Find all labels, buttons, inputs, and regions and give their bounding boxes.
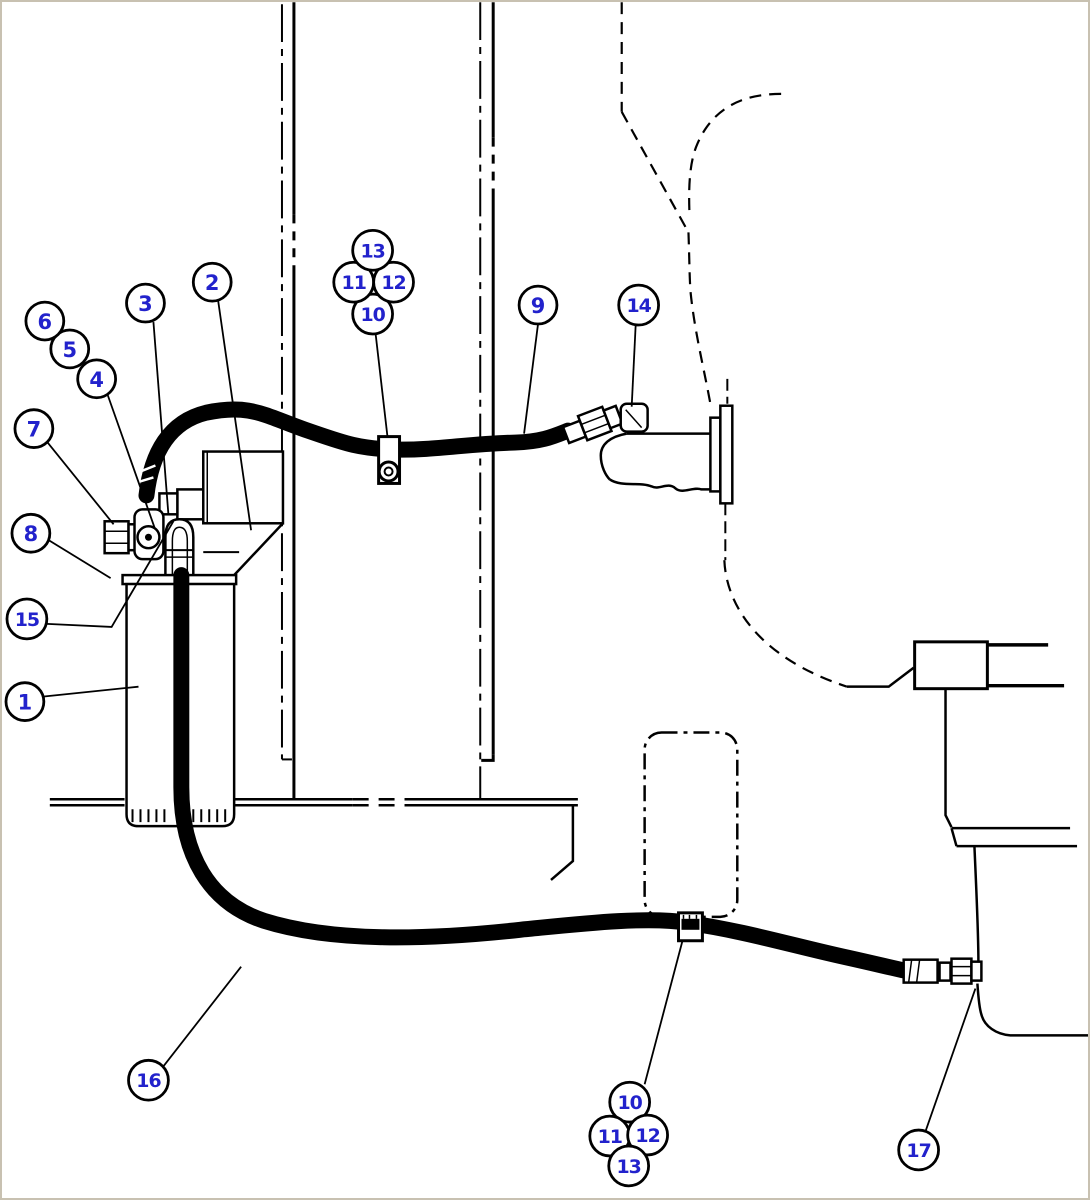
callout-16[interactable]: 16 — [127, 966, 242, 1102]
port-fitting — [176, 488, 205, 521]
wheel-spindle — [599, 378, 734, 561]
callout-number-17: 17 — [906, 1140, 930, 1162]
callout-3[interactable]: 3 — [125, 282, 170, 515]
hydraulic-tank-outline — [643, 731, 739, 919]
elbow-fitting — [619, 402, 649, 433]
callout-leader-9 — [523, 323, 539, 434]
callout-1[interactable]: 1 — [4, 681, 139, 722]
upper-hose — [133, 401, 576, 504]
callout-circle-7[interactable] — [13, 408, 55, 449]
callout-number-8: 8 — [24, 522, 39, 546]
upper-hose-clamp — [377, 435, 402, 485]
callout-circle-16[interactable] — [127, 1058, 170, 1102]
callout-13[interactable]: 13 — [607, 1144, 651, 1188]
callout-circle-12[interactable] — [372, 260, 415, 304]
upper-hose-fitting — [561, 402, 649, 445]
callout-circle-10[interactable] — [608, 1080, 652, 1124]
callout-12[interactable]: 12 — [372, 260, 415, 304]
callout-number-11: 11 — [598, 1126, 622, 1148]
callout-14[interactable]: 14 — [617, 283, 660, 407]
callout-leader-16 — [162, 966, 242, 1067]
callout-number-16: 16 — [136, 1070, 161, 1092]
callout-5[interactable]: 5 — [49, 328, 91, 370]
callout-circle-13[interactable] — [351, 228, 394, 272]
callout-8[interactable]: 8 — [10, 512, 112, 579]
callout-leader-10 — [643, 940, 684, 1085]
callout-circle-13[interactable] — [607, 1144, 651, 1188]
callout-circle-14[interactable] — [617, 283, 660, 327]
callout-leader-10 — [374, 333, 389, 438]
callout-circle-4[interactable] — [76, 358, 117, 400]
callout-circle-1[interactable] — [4, 681, 46, 722]
callout-leader-14 — [630, 324, 637, 407]
callout-circle-15[interactable] — [5, 597, 49, 641]
callout-leader-2 — [217, 300, 252, 531]
callout-number-3: 3 — [138, 292, 153, 316]
callout-number-14: 14 — [626, 295, 651, 317]
callout-10[interactable]: 10 — [351, 292, 394, 438]
callout-7[interactable]: 7 — [13, 408, 115, 525]
hex-plug — [103, 520, 130, 555]
frame-rails — [49, 2, 578, 881]
callout-circle-6[interactable] — [24, 300, 66, 342]
callout-4[interactable]: 4 — [76, 358, 156, 528]
callout-circle-8[interactable] — [10, 512, 52, 554]
lower-hose — [173, 567, 913, 979]
callout-number-6: 6 — [38, 310, 53, 334]
callout-leader-1 — [42, 685, 139, 698]
callout-number-10: 10 — [360, 304, 385, 326]
callout-2[interactable]: 2 — [191, 261, 252, 531]
callout-leader-17 — [924, 988, 977, 1132]
callout-number-4: 4 — [89, 368, 104, 392]
callout-circle-17[interactable] — [897, 1128, 940, 1172]
callout-number-11: 11 — [342, 272, 366, 294]
right-body-structure — [913, 640, 1088, 1037]
filter-assembly — [103, 450, 285, 828]
callout-number-1: 1 — [18, 691, 33, 715]
callout-9[interactable]: 9 — [517, 284, 559, 434]
callout-number-13: 13 — [360, 240, 384, 262]
callout-leader-3 — [152, 321, 170, 515]
callout-number-13: 13 — [617, 1156, 641, 1178]
callout-10[interactable]: 10 — [608, 940, 684, 1124]
callout-leader-15 — [46, 520, 175, 628]
callout-15[interactable]: 15 — [5, 520, 175, 641]
callout-circle-2[interactable] — [191, 261, 233, 303]
callout-number-5: 5 — [62, 338, 77, 362]
callout-number-12: 12 — [635, 1125, 659, 1147]
callout-number-15: 15 — [15, 609, 39, 631]
filter-head — [202, 450, 285, 525]
callout-circle-9[interactable] — [517, 284, 559, 326]
callout-11[interactable]: 11 — [588, 1114, 632, 1158]
callout-13[interactable]: 13 — [351, 228, 394, 272]
callout-6[interactable]: 6 — [24, 300, 66, 342]
callout-number-10: 10 — [618, 1092, 643, 1114]
callout-leader-4 — [106, 394, 156, 528]
callout-17[interactable]: 17 — [897, 988, 977, 1172]
callout-number-12: 12 — [381, 272, 405, 294]
callout-leader-7 — [46, 441, 115, 525]
canister-ribs — [131, 809, 227, 823]
callout-circle-10[interactable] — [351, 292, 394, 336]
callout-circle-3[interactable] — [125, 282, 166, 324]
callout-number-9: 9 — [531, 294, 546, 318]
lower-hose-clamp — [677, 911, 704, 943]
callout-number-2: 2 — [205, 271, 220, 295]
callout-leader-8 — [48, 539, 112, 579]
callout-number-7: 7 — [27, 418, 42, 442]
callout-circle-12[interactable] — [626, 1113, 669, 1157]
tire-fender-outline — [620, 2, 915, 688]
callout-12[interactable]: 12 — [626, 1113, 669, 1157]
lower-hose-fitting — [902, 957, 983, 985]
callout-circle-5[interactable] — [49, 328, 91, 370]
